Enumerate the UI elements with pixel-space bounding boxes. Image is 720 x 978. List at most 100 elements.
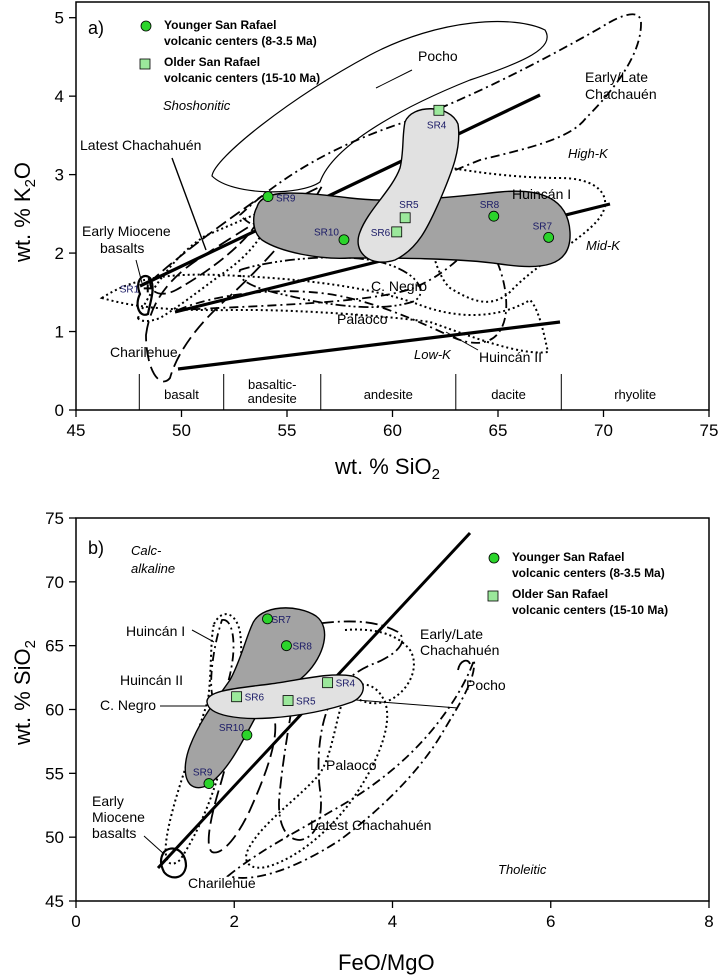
a-y-tick-label-5: 5 [55,9,64,28]
b-legend-older-line1: Older San Rafael [512,587,608,601]
series-shoshonitic-label: Shoshonitic [163,98,231,113]
rock-class-label-2-0: andesite [364,387,413,402]
a-point-label-sr7: SR7 [533,221,553,232]
rock-class-label-0-0: basalt [164,387,199,402]
b-point-label-sr10: SR10 [219,723,244,734]
b-point-label-sr4: SR4 [336,679,356,690]
b-x-tick-label-3: 6 [546,912,555,931]
pocho-leader [375,69,413,89]
b-point-sr6 [231,691,243,703]
b-pocho-label: Pocho [466,677,506,693]
early-miocene-label-line1: Early Miocene [82,223,171,239]
a-y-tick-label-0: 0 [55,401,64,420]
legend-younger-line1: Younger San Rafael [164,18,276,32]
b-palaoco-label: Palaoco [326,757,377,773]
series-tholeitic-label: Tholeitic [498,862,547,877]
b-legend-younger-line2: volcanic centers (8-3.5 Ma) [512,566,665,580]
older-san-rafael-field [357,108,460,263]
pocho-field [211,20,548,193]
a-point-label-sr4: SR4 [427,120,447,131]
latest-chachahuen-label: Latest Chachahuén [80,137,201,153]
b-early-late-label-line1: Early/Late [420,626,483,642]
b-early-miocene-label-line3: basalts [92,825,136,841]
b-x-tick-label-0: 0 [71,912,80,931]
b-huincan-ii-label: Huincán II [120,672,183,688]
legend-older-marker [139,58,151,70]
panel-b-x-axis-title: FeO/MgO [338,950,435,975]
a-x-tick-label-1: 50 [172,421,191,440]
b-x-tick-label-4: 8 [704,912,713,931]
b-y-tick-label-1: 50 [45,828,64,847]
b-latest-chachahuen-label: Latest Chachahuén [310,817,431,833]
b-point-sr8 [281,640,292,652]
b-point-sr10 [241,729,253,741]
a-x-tick-label-5: 70 [594,421,613,440]
panel-a-y-axis-title: wt. % K2O [10,162,39,263]
huincan-i-label: Huincán I [512,186,571,202]
legend-older-line1: Older San Rafael [164,55,260,69]
a-point-sr8 [488,210,500,222]
b-early-late-label-line2: Chachahuén [420,642,499,658]
b-early-miocene-label-line1: Early [92,793,124,809]
pocho-label: Pocho [418,48,458,64]
series-highk-label: High-K [568,146,609,161]
b-huincan-i-leader [191,629,215,643]
b-point-label-sr8: SR8 [292,642,312,653]
panel-a-fields [99,13,642,383]
huincan-ii-label: Huincán II [479,349,542,365]
b-pocho-field [457,659,471,671]
series-lowk-label: Low-K [414,347,452,362]
rock-class-label-1-0: basaltic- [248,377,296,392]
early-late-label-line1: Early/Late [585,69,648,85]
legend-younger-line2: volcanic centers (8-3.5 Ma) [164,34,317,48]
b-c-negro-label: C. Negro [100,697,156,713]
rock-class-label-4-0: rhyolite [614,387,656,402]
a-x-tick-label-2: 55 [278,421,297,440]
rock-class-label-1-1: andesite [248,391,297,406]
a-point-sr6 [391,226,403,238]
b-y-tick-label-6: 75 [45,509,64,528]
panel-b-legend: Younger San Rafael volcanic centers (8-3… [487,550,668,617]
b-point-sr9 [203,778,215,789]
a-point-sr9 [262,191,274,202]
early-late-label-line2: Chachauén [585,86,657,102]
c-negro-label: C. Negro [371,278,427,294]
a-y-tick-label-1: 1 [55,323,64,342]
a-point-label-sr5: SR5 [399,200,419,211]
panel-b-y-axis-title: wt. % SiO2 [10,640,39,746]
a-x-tick-label-6: 75 [700,421,719,440]
a-point-label-sr8: SR8 [480,200,500,211]
b-sr4-leader [355,699,459,709]
b-charilehue-label: Charilehue [188,875,256,891]
b-x-tick-label-2: 4 [388,912,397,931]
b-y-tick-label-4: 65 [45,637,64,656]
a-point-sr5 [399,212,411,224]
b-point-label-sr6: SR6 [245,693,265,704]
panel-a-label: a) [88,18,104,38]
legend-older-line2: volcanic centers (15-10 Ma) [164,71,320,85]
a-y-tick-label-4: 4 [55,87,64,106]
palaoco-field [177,233,508,344]
b-early-miocene-basalts-field [159,847,188,879]
latest-chachahuen-leader [171,157,207,251]
a-y-tick-label-3: 3 [55,166,64,185]
panel-a-x-axis-title: wt. % SiO2 [334,454,440,483]
b-point-label-sr9: SR9 [193,768,213,779]
b-legend-younger-marker [488,552,500,564]
a-point-sr1 [143,284,152,293]
latest-chachahuen-field [149,194,267,295]
charilehue-field [145,184,325,383]
a-point-label-sr6: SR6 [371,228,391,239]
b-early-miocene-leader [143,835,165,855]
a-point-sr7 [543,231,555,243]
palaoco-label: Palaoco [337,311,388,327]
midk-lowk-boundary [177,320,561,371]
huincan-ii-leader [445,331,479,351]
b-point-label-sr7: SR7 [271,615,291,626]
shoshonitic-highk-boundary [139,93,541,288]
series-calc-alkaline-line1: Calc- [131,543,162,558]
a-x-tick-label-3: 60 [383,421,402,440]
